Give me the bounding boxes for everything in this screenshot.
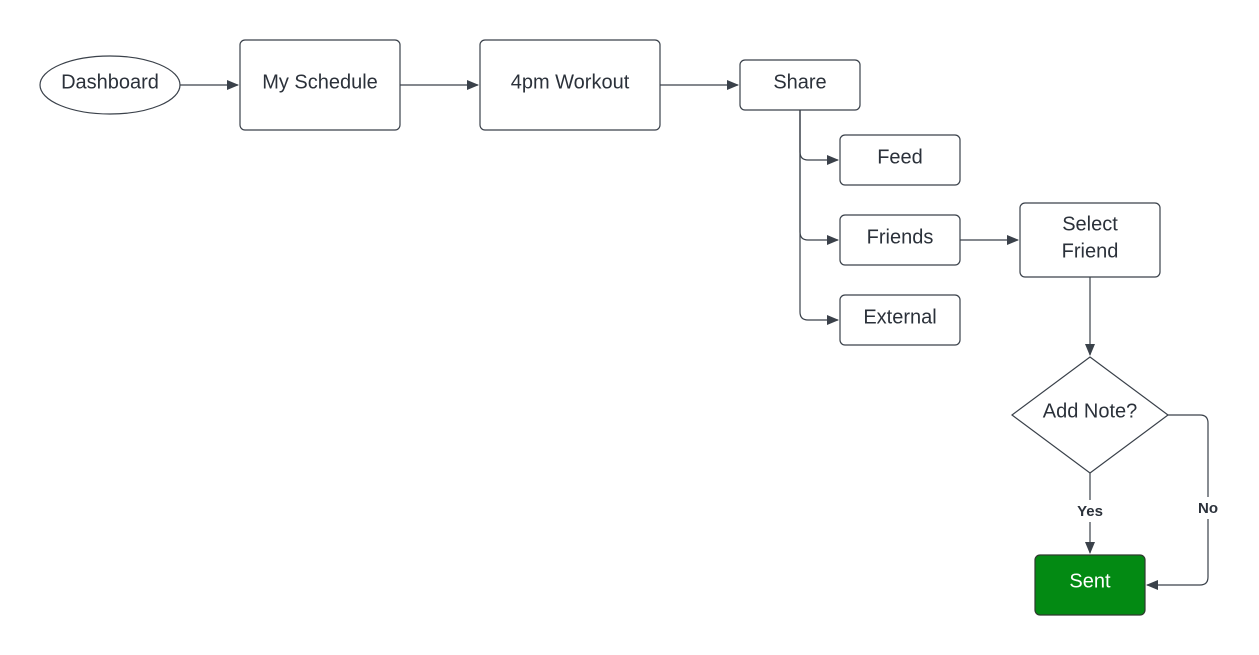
share-box xyxy=(739,59,861,111)
sent-box xyxy=(1034,554,1146,616)
node-external: External xyxy=(839,294,961,346)
node-sent: Sent xyxy=(1034,554,1146,616)
external-label: External xyxy=(863,306,936,328)
edge-share-to-feed xyxy=(799,110,839,165)
node-add-note-decision: Add Note? xyxy=(1010,356,1170,474)
sent-label: Sent xyxy=(1069,570,1111,592)
select-friend-label-line-1: Select xyxy=(1062,213,1118,235)
edge-share-to-friends xyxy=(799,110,839,245)
edges xyxy=(180,80,1209,590)
friends-label: Friends xyxy=(867,226,934,248)
edge-label-no: No xyxy=(1198,500,1218,517)
external-box xyxy=(839,294,961,346)
node-friends: Friends xyxy=(839,214,961,266)
feed-label: Feed xyxy=(877,146,923,168)
edge-share-to-external xyxy=(799,110,839,325)
share-label: Share xyxy=(773,71,826,93)
yes-label-background xyxy=(1072,500,1108,522)
dashboard-label: Dashboard xyxy=(61,71,159,93)
node-feed: Feed xyxy=(839,134,961,186)
my-schedule-box xyxy=(239,39,401,131)
my-schedule-label: My Schedule xyxy=(262,71,378,93)
workout-label: 4pm Workout xyxy=(511,71,630,93)
node-my-schedule: My Schedule xyxy=(239,39,401,131)
add-note-label: Add Note? xyxy=(1043,400,1138,422)
friends-box xyxy=(839,214,961,266)
no-label-background xyxy=(1192,497,1224,519)
node-dashboard: Dashboard xyxy=(39,55,181,115)
add-note-diamond xyxy=(1010,356,1170,474)
edge-label-yes: Yes xyxy=(1077,503,1103,520)
node-share: Share xyxy=(739,59,861,111)
node-select-friend: Select Friend xyxy=(1019,202,1161,278)
workout-box xyxy=(479,39,661,131)
node-4pm-workout: 4pm Workout xyxy=(479,39,661,131)
feed-box xyxy=(839,134,961,186)
edge-labels: Yes No xyxy=(1072,497,1224,522)
dashboard-ellipse xyxy=(39,55,181,115)
select-friend-box xyxy=(1019,202,1161,278)
select-friend-label-line-2: Friend xyxy=(1062,240,1119,262)
